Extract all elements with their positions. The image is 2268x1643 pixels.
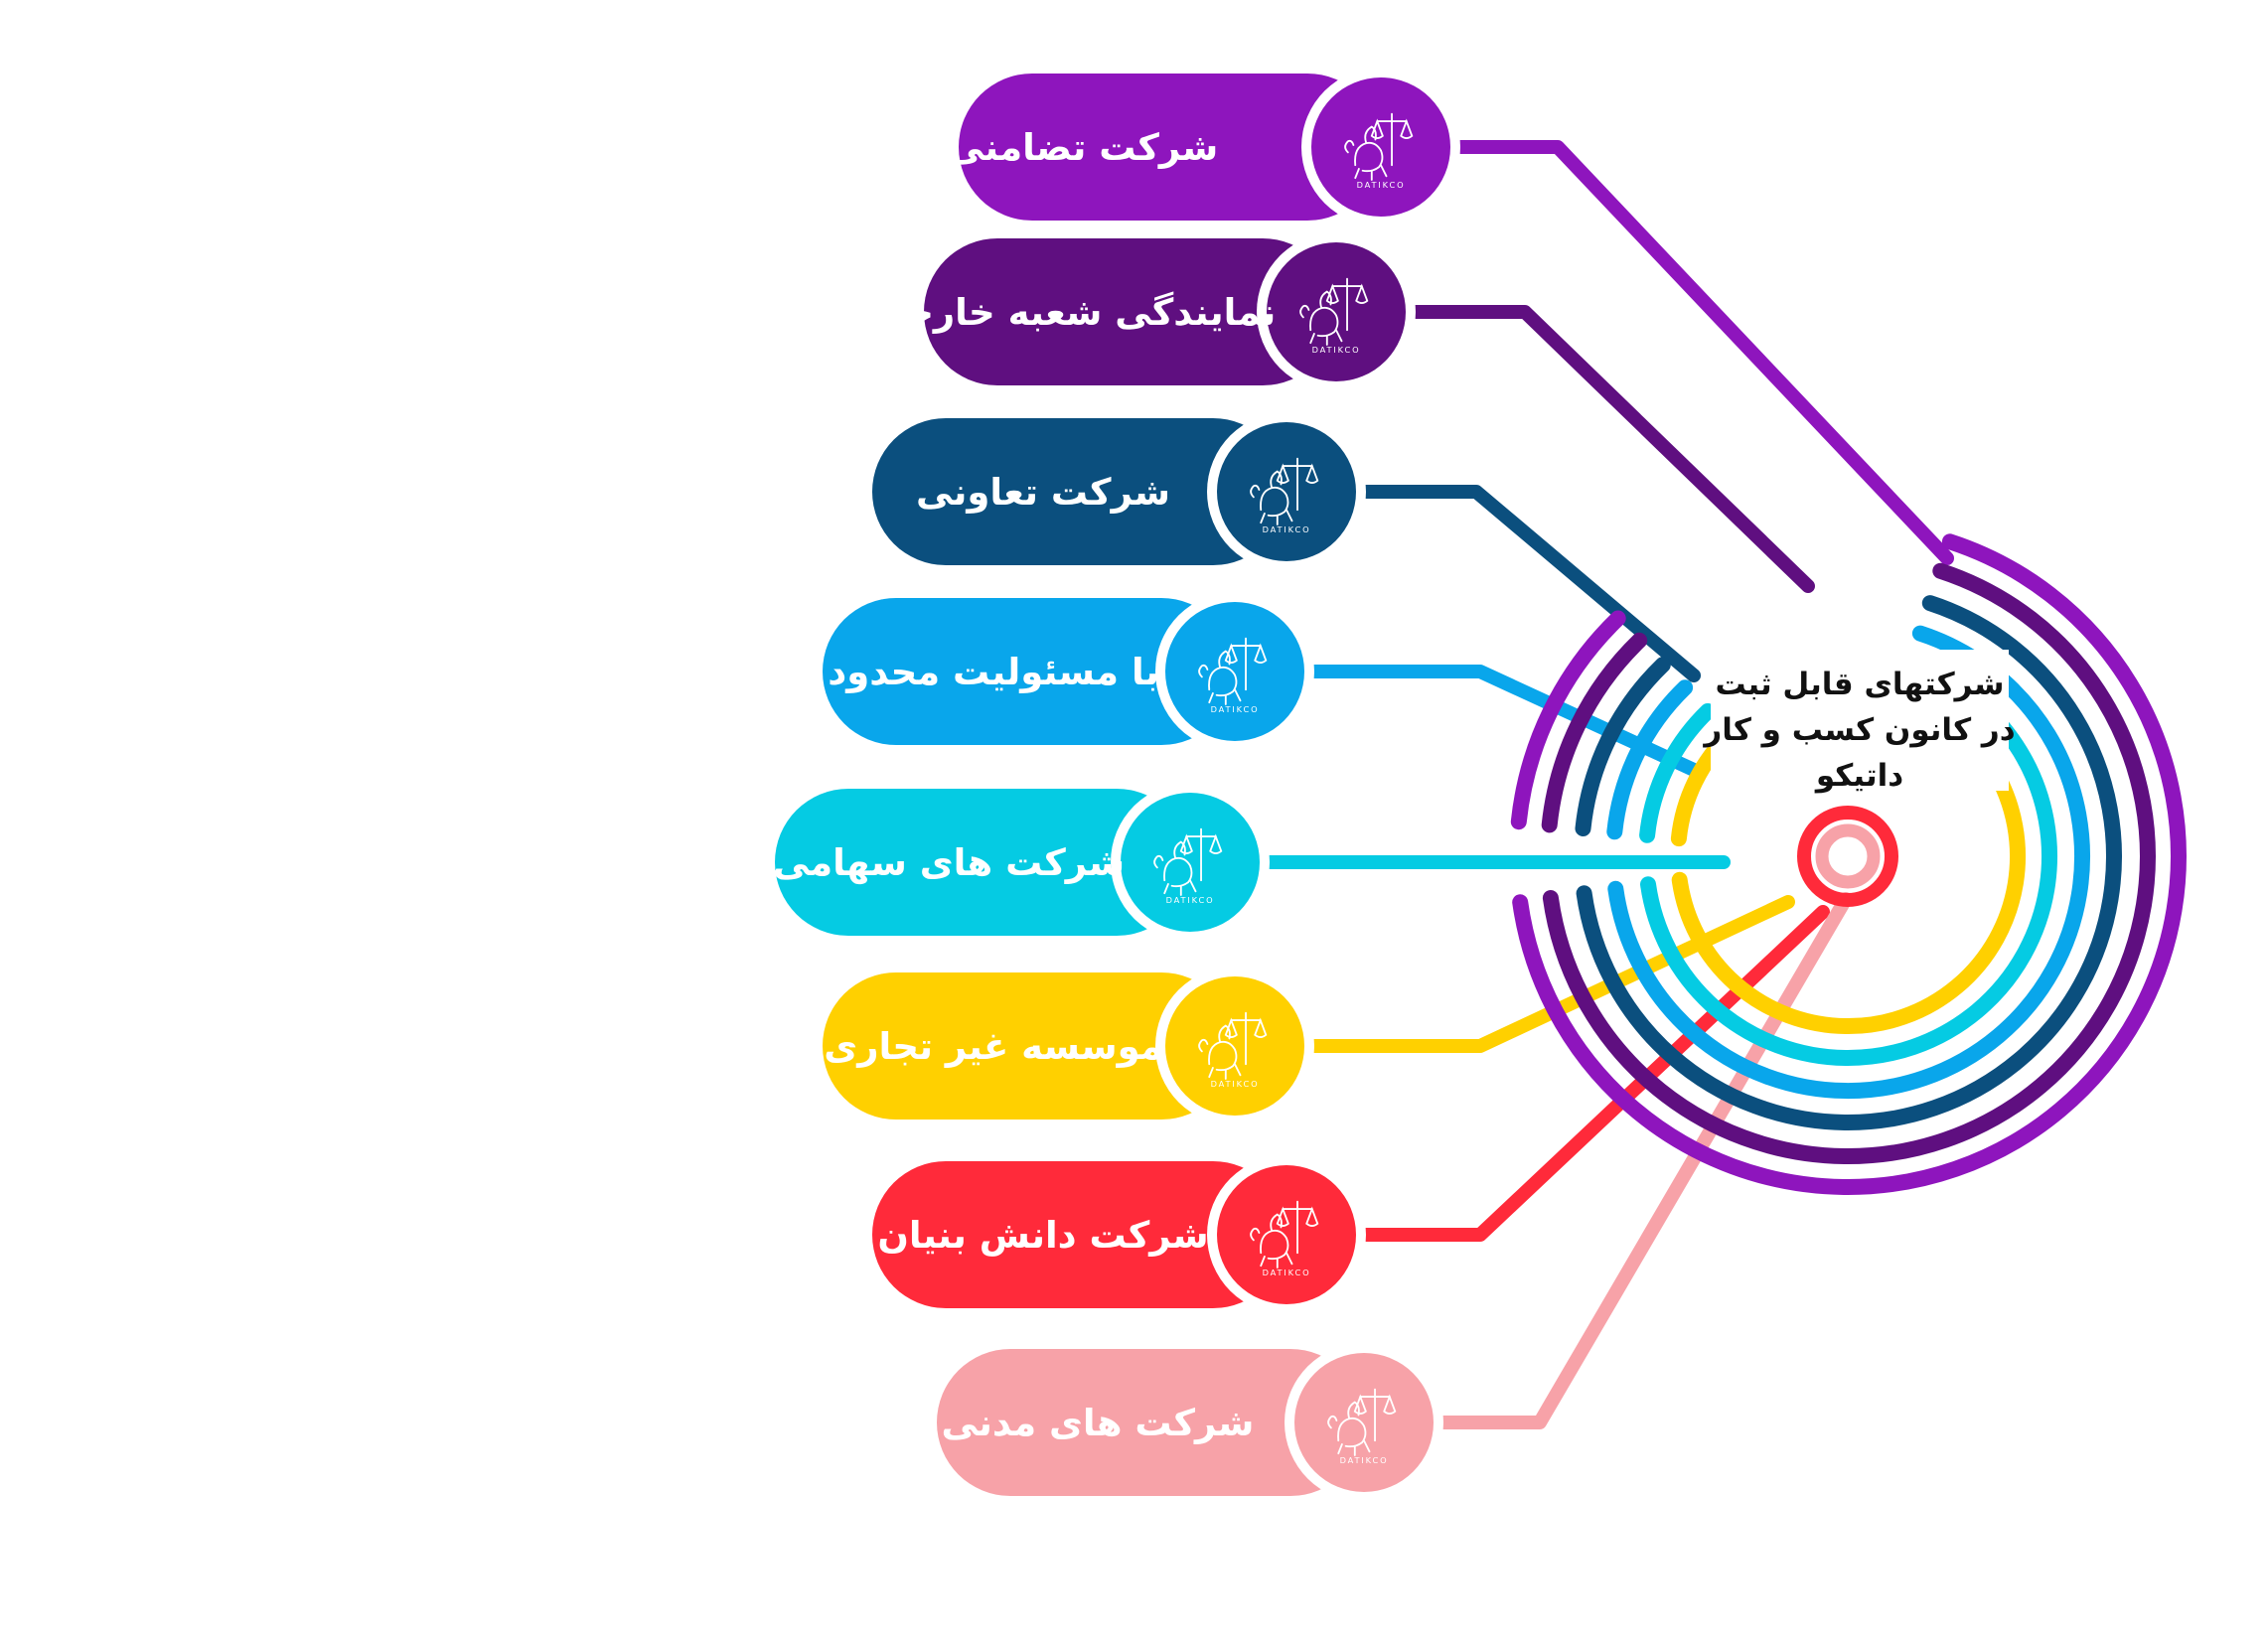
category-list: شرکت تضامنی نمایندگی شعبه خارجی شرکت تعاون… bbox=[773, 68, 1460, 1502]
ring-arc bbox=[1512, 533, 2187, 1195]
category-pill bbox=[823, 598, 1235, 745]
category-label: شرکت تعاونی bbox=[916, 471, 1170, 514]
category-item: شرکت تعاونی bbox=[872, 412, 1366, 571]
center-title-line-3: داتیکو bbox=[1814, 758, 1903, 794]
icon-circle bbox=[1165, 602, 1304, 741]
icon-circle bbox=[1294, 1353, 1434, 1492]
connector-line bbox=[1438, 140, 1954, 565]
center-title-line-1: شرکتهای قابل ثبت bbox=[1716, 667, 2005, 702]
ring-arc bbox=[1541, 632, 1648, 833]
category-label: شرکت دانش بنیان bbox=[877, 1214, 1208, 1257]
ring-arc bbox=[1639, 703, 1716, 843]
category-item: شرکت تضامنی bbox=[948, 68, 1460, 226]
connector-lines bbox=[1245, 140, 1954, 1429]
icon-circle bbox=[1311, 77, 1450, 217]
icon-circle bbox=[1121, 793, 1260, 932]
icon-circle bbox=[1217, 422, 1356, 561]
icon-circle bbox=[1267, 242, 1406, 381]
category-pill bbox=[937, 1349, 1364, 1496]
connector-line bbox=[1289, 665, 1701, 777]
ring-arc bbox=[1510, 610, 1626, 830]
ring-arc bbox=[1576, 595, 2122, 1130]
icon-circle bbox=[1165, 976, 1304, 1116]
connector-line bbox=[1341, 905, 1830, 1242]
ring-arc bbox=[1640, 656, 2057, 1066]
center-target-dot bbox=[1797, 806, 1898, 907]
category-pill bbox=[872, 1161, 1286, 1308]
ring-arc bbox=[1575, 657, 1671, 836]
category-item: شرکت های مدنی bbox=[937, 1343, 1443, 1502]
category-label: با مسئولیت محدود bbox=[828, 651, 1159, 693]
category-label: موسسه غیر تجاری bbox=[824, 1025, 1162, 1068]
category-label: شرکت های مدنی bbox=[942, 1402, 1255, 1444]
category-pill bbox=[924, 238, 1336, 385]
category-item: شرکت دانش بنیان bbox=[872, 1155, 1366, 1314]
ring-arc bbox=[1542, 562, 2156, 1165]
connector-line bbox=[1289, 895, 1795, 1053]
center-title-box: شرکتهای قابل ثبت در کانون کسب و کار داتی… bbox=[1702, 650, 2016, 794]
connector-line bbox=[1394, 305, 1815, 593]
category-pill bbox=[959, 74, 1381, 221]
ring-arc bbox=[1607, 625, 2090, 1099]
category-label: شرکت های سهامی bbox=[773, 841, 1125, 884]
center-title-line-2: در کانون کسب و کار bbox=[1702, 712, 2015, 748]
category-item: با مسئولیت محدود bbox=[823, 592, 1314, 751]
category-label: شرکت تضامنی bbox=[948, 126, 1219, 169]
category-pill bbox=[775, 789, 1190, 936]
concentric-rings bbox=[1510, 533, 2187, 1195]
icon-circle bbox=[1217, 1165, 1356, 1304]
category-item: نمایندگی شعبه خارجی bbox=[870, 232, 1416, 391]
category-pill bbox=[872, 418, 1286, 565]
category-item: شرکت های سهامی bbox=[773, 783, 1270, 942]
category-label: نمایندگی شعبه خارجی bbox=[870, 291, 1276, 334]
category-item: موسسه غیر تجاری bbox=[823, 967, 1314, 1125]
ring-arc bbox=[1606, 679, 1694, 840]
category-pill bbox=[823, 972, 1235, 1120]
